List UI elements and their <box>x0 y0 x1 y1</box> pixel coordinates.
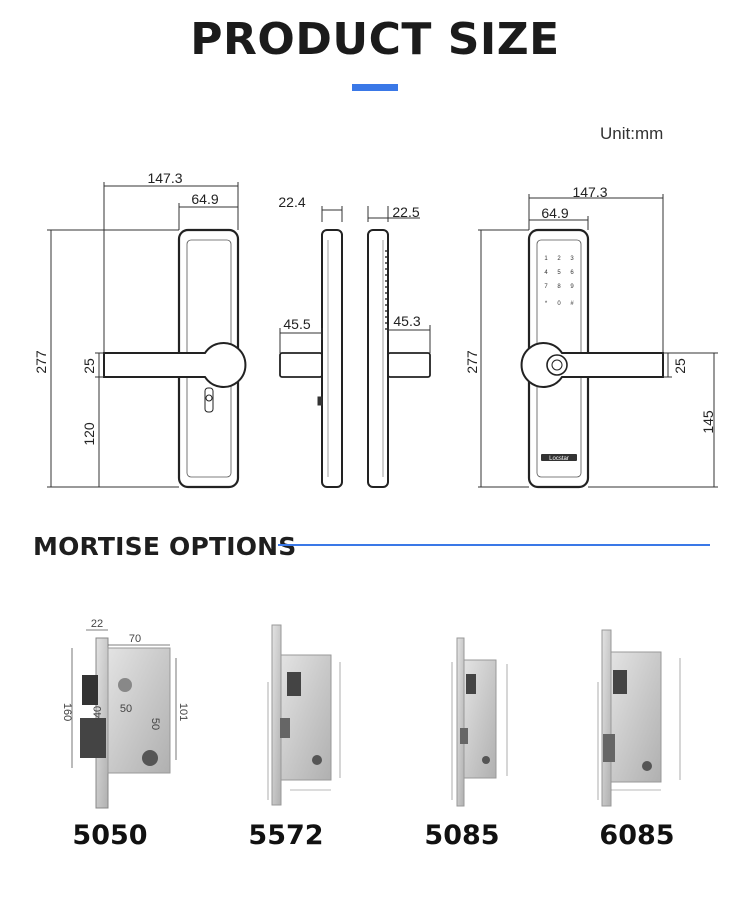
dim-front-width: 147.3 <box>147 170 182 186</box>
unit-label: Unit:mm <box>600 124 664 143</box>
dim-front-handle-height: 25 <box>81 358 97 374</box>
dim-front-handle-width: 64.9 <box>191 191 218 207</box>
dim-back-handle-width: 64.9 <box>541 205 568 221</box>
svg-text:6: 6 <box>570 270 574 276</box>
dim-5050-101: 101 <box>177 703 189 721</box>
svg-text:9: 9 <box>570 284 574 290</box>
dim-5050-160: 160 <box>61 703 73 721</box>
dim-side-left-lever: 45.5 <box>283 316 310 332</box>
dim-5050-22: 22 <box>91 618 103 630</box>
mortise-6085-image <box>597 629 681 807</box>
title-accent-bar <box>352 84 398 91</box>
dim-5050-50a: 50 <box>120 703 132 715</box>
svg-text:#: # <box>570 301 574 307</box>
side-left-body <box>321 229 343 488</box>
back-handle <box>520 342 664 388</box>
brand-logo-icon <box>541 454 577 461</box>
dim-5050-50b: 50 <box>149 718 161 730</box>
brand-logo-text: Locstar <box>549 456 569 462</box>
side-right-body <box>367 229 389 488</box>
svg-text:3: 3 <box>570 256 574 262</box>
dim-front-lower: 120 <box>81 422 97 446</box>
mortise-5572-image <box>267 624 341 806</box>
mortise-5085-image <box>451 637 508 807</box>
mortise-heading: MORTISE OPTIONS <box>33 532 297 561</box>
dim-5050-40: 40 <box>92 706 104 718</box>
dim-side-right-lever: 45.3 <box>393 313 420 329</box>
model-label-6085: 6085 <box>599 820 675 851</box>
front-handle <box>103 342 247 388</box>
dim-front-height: 277 <box>33 350 49 374</box>
svg-text:0: 0 <box>557 301 561 307</box>
dimension-drawing: 1 2 3 4 5 6 7 8 9 * 0 # Locstar 147.3 64.9 277 2… <box>33 170 718 489</box>
dim-back-handle-height: 25 <box>672 358 688 374</box>
mortise-illustrations: 22 70 160 40 50 50 101 <box>61 618 681 809</box>
svg-text:4: 4 <box>544 270 548 276</box>
svg-text:2: 2 <box>557 256 561 262</box>
dim-side-left-top: 22.4 <box>278 194 305 210</box>
side-right-lever <box>387 352 431 378</box>
mortise-5050-image: 22 70 160 40 50 50 101 <box>61 618 189 809</box>
dim-back-height: 277 <box>464 350 480 374</box>
page-title: PRODUCT SIZE <box>190 14 560 65</box>
svg-text:5: 5 <box>557 270 561 276</box>
svg-text:1: 1 <box>544 256 548 262</box>
mortise-divider <box>278 544 710 546</box>
svg-text:*: * <box>545 301 548 307</box>
dim-back-lower: 145 <box>700 410 716 434</box>
dim-5050-70: 70 <box>129 633 141 645</box>
svg-text:8: 8 <box>557 284 561 290</box>
model-label-5085: 5085 <box>424 820 500 851</box>
model-label-5050: 5050 <box>72 820 148 851</box>
svg-text:7: 7 <box>544 284 548 290</box>
dim-side-right-top: 22.5 <box>392 204 419 220</box>
dim-back-width: 147.3 <box>572 184 607 200</box>
model-label-5572: 5572 <box>248 820 324 851</box>
side-left-lever <box>279 352 323 378</box>
keypad-icon: 1 2 3 4 5 6 7 8 9 * 0 # <box>544 256 574 307</box>
